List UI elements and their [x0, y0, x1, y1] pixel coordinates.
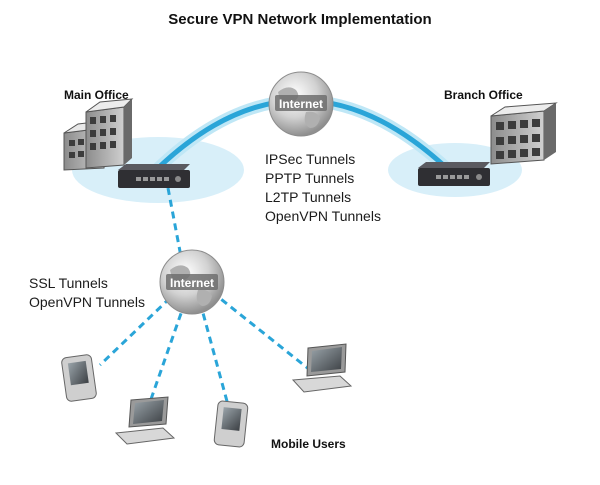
remote-links	[98, 187, 311, 406]
main-office-label: Main Office	[64, 88, 129, 102]
tunnel-type-label: PPTP Tunnels	[265, 170, 355, 186]
internet-label-bottom: Internet	[170, 276, 214, 290]
tunnel-type-label: OpenVPN Tunnels	[265, 208, 381, 224]
page-title: Secure VPN Network Implementation	[168, 11, 432, 28]
tunnel-type-label: IPSec Tunnels	[265, 151, 356, 167]
laptop-right-icon	[291, 343, 353, 393]
main-office-router-icon	[118, 164, 190, 188]
branch-office-building-icon	[490, 102, 558, 165]
pda-right-icon	[213, 400, 249, 448]
mobile-users-label: Mobile Users	[271, 437, 346, 451]
internet-globe-top-icon: Internet	[268, 71, 334, 137]
main-office-buildings-icon	[63, 98, 134, 171]
pda-left-icon	[61, 354, 97, 402]
laptop-left-icon	[114, 396, 176, 445]
tunnel-type-label: SSL Tunnels	[29, 275, 108, 291]
branch-office-router-icon	[418, 162, 490, 186]
internet-label-top: Internet	[279, 97, 323, 111]
internet-globe-bottom-icon: Internet	[159, 249, 225, 315]
site-to-site-tunnel-list: IPSec Tunnels PPTP Tunnels L2TP Tunnels …	[265, 150, 381, 226]
remote-tunnel-list: SSL Tunnels OpenVPN Tunnels	[29, 274, 145, 312]
branch-office-label: Branch Office	[444, 88, 523, 102]
tunnel-type-label: L2TP Tunnels	[265, 189, 352, 205]
tunnel-type-label: OpenVPN Tunnels	[29, 294, 145, 310]
